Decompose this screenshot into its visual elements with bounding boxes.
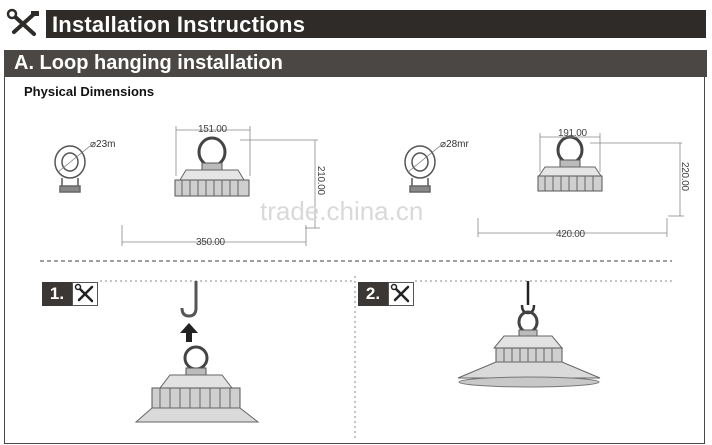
step-2-tools-icon: [388, 282, 414, 306]
header-title-bar: [46, 10, 706, 38]
section-frame: [4, 77, 705, 444]
section-bar: [4, 50, 707, 77]
right-bottom-width-label: 420.00: [556, 229, 585, 240]
right-top-width-label: 191.00: [558, 128, 587, 139]
step-1-tools-icon: [72, 282, 98, 306]
right-eye-diameter-label: ⌀28mr: [440, 139, 469, 150]
left-height-label: 210.00: [315, 166, 326, 195]
left-eyebolt-detail: [54, 145, 91, 193]
step-1-number: 1.: [42, 282, 72, 306]
step1-hook-drawing: [134, 281, 260, 423]
watermark: trade.china.cn: [260, 196, 424, 226]
subheading-physical-dimensions: Physical Dimensions: [24, 84, 155, 99]
left-fixture-drawing: [121, 126, 320, 246]
left-bottom-width-label: 350.00: [196, 237, 225, 248]
step2-hung-fixture-drawing: [457, 281, 601, 388]
section-title: A. Loop hanging installation: [14, 52, 283, 74]
page-title: Installation Instructions: [52, 12, 306, 37]
right-height-label: 220.00: [679, 162, 690, 191]
left-top-width-label: 151.00: [198, 124, 227, 135]
left-eye-diameter-label: ⌀23m: [90, 139, 116, 150]
right-fixture-drawing: [477, 133, 684, 237]
step-2-number: 2.: [358, 282, 388, 306]
right-eyebolt-detail: [404, 145, 441, 193]
header-tools-icon: [4, 8, 44, 38]
